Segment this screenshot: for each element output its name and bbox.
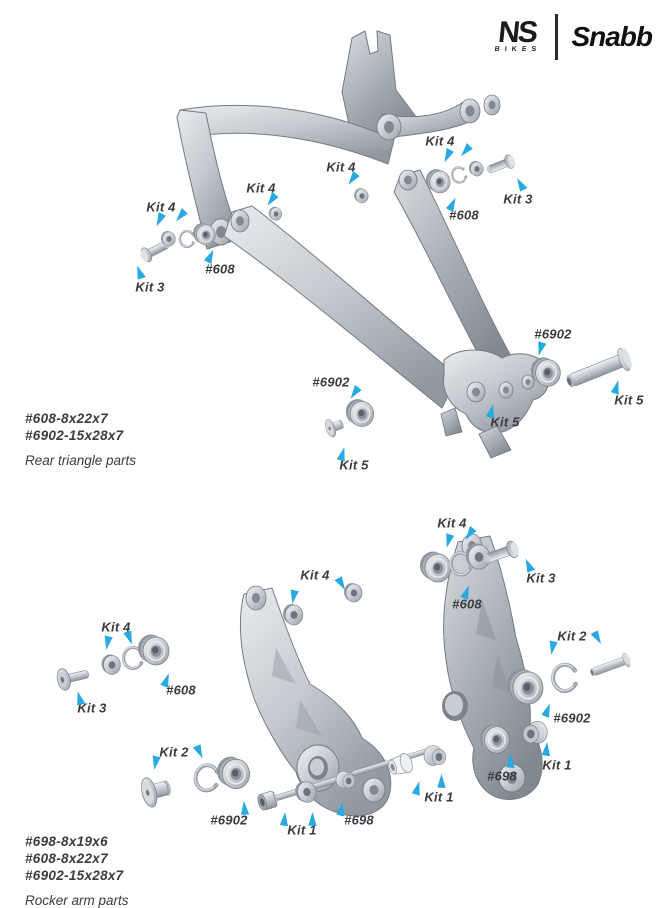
- ns-bikes-logo: NS BIKES: [489, 16, 544, 53]
- snabb-logo-text: Snabb: [571, 21, 653, 52]
- brand-logos: NS BIKES Snabb: [489, 14, 653, 60]
- chainstay-assembly: [223, 169, 550, 459]
- rocker-arm-caption: #698-8x19x6 #608-8x22x7 #6902-15x28x7 Ro…: [25, 833, 129, 908]
- logo-divider: [555, 14, 559, 60]
- caption-part-spec: #608-8x22x7: [25, 411, 108, 426]
- rear-triangle-caption: #608-8x22x7 #6902-15x28x7 Rear triangle …: [25, 410, 136, 468]
- seatstay-assembly: [176, 30, 501, 250]
- caption-part-spec: #698-8x19x6: [25, 834, 108, 849]
- caption-part-spec: #608-8x22x7: [25, 851, 108, 866]
- caption-part-spec: #6902-15x28x7: [25, 428, 124, 443]
- caption-title: Rocker arm parts: [25, 893, 129, 908]
- rocker-arm-hardware: [54, 538, 633, 812]
- caption-title: Rear triangle parts: [25, 453, 137, 468]
- rocker-arm-left: [239, 585, 392, 817]
- bikes-logo-text: BIKES: [494, 46, 542, 53]
- ns-logo-text: NS: [496, 16, 538, 49]
- caption-part-spec: #6902-15x28x7: [25, 868, 124, 883]
